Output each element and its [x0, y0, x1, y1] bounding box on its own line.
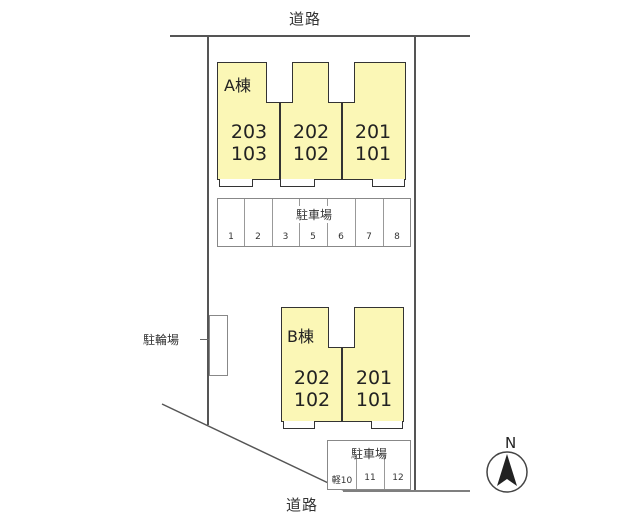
balcony — [371, 421, 403, 429]
parking-space: 2 — [255, 232, 261, 242]
parking-space: 3 — [282, 232, 289, 242]
building-b-entrance-notch — [328, 307, 355, 348]
bicycle-parking-area — [209, 315, 228, 376]
balcony — [283, 421, 315, 429]
parking-space: 5 — [310, 232, 316, 242]
parking-lot-b-label: 駐車場 — [350, 447, 387, 461]
parking-lot-b: 駐車場 軽10 11 12 — [327, 440, 411, 490]
south-road-label: 道路 — [286, 496, 319, 514]
building-a-entrance-notch — [266, 62, 293, 103]
parking-lot-a-label: 駐車場 — [278, 206, 350, 223]
building-b-name: B棟 — [287, 327, 314, 346]
compass-icon — [486, 451, 528, 493]
building-a-entrance-notch — [328, 62, 355, 103]
unit-label: 202 102 — [292, 121, 330, 165]
balcony — [219, 179, 253, 187]
unit-label: 202 102 — [293, 367, 331, 411]
parking-space: 軽10 — [331, 476, 353, 486]
unit-label: 203 103 — [230, 121, 268, 165]
parking-space: 12 — [392, 473, 404, 483]
unit-label: 201 101 — [355, 367, 393, 411]
balcony — [280, 179, 315, 187]
parking-lot-a: 駐車場 1 2 3 5 6 7 8 — [217, 198, 411, 247]
north-road-label: 道路 — [289, 10, 322, 28]
site-boundary-left — [207, 35, 209, 425]
bicycle-parking-label: 駐輪場 — [143, 333, 180, 347]
parking-space: 1 — [228, 232, 234, 242]
parking-space: 8 — [394, 232, 400, 242]
north-road-line — [170, 35, 470, 37]
parking-space: 6 — [338, 232, 344, 242]
balcony — [372, 179, 405, 187]
unit-label: 201 101 — [354, 121, 392, 165]
parking-space: 11 — [364, 473, 376, 483]
building-a-name: A棟 — [224, 76, 251, 95]
parking-space: 7 — [366, 232, 372, 242]
compass-north-label: N — [505, 434, 517, 452]
site-boundary-right — [414, 35, 416, 490]
